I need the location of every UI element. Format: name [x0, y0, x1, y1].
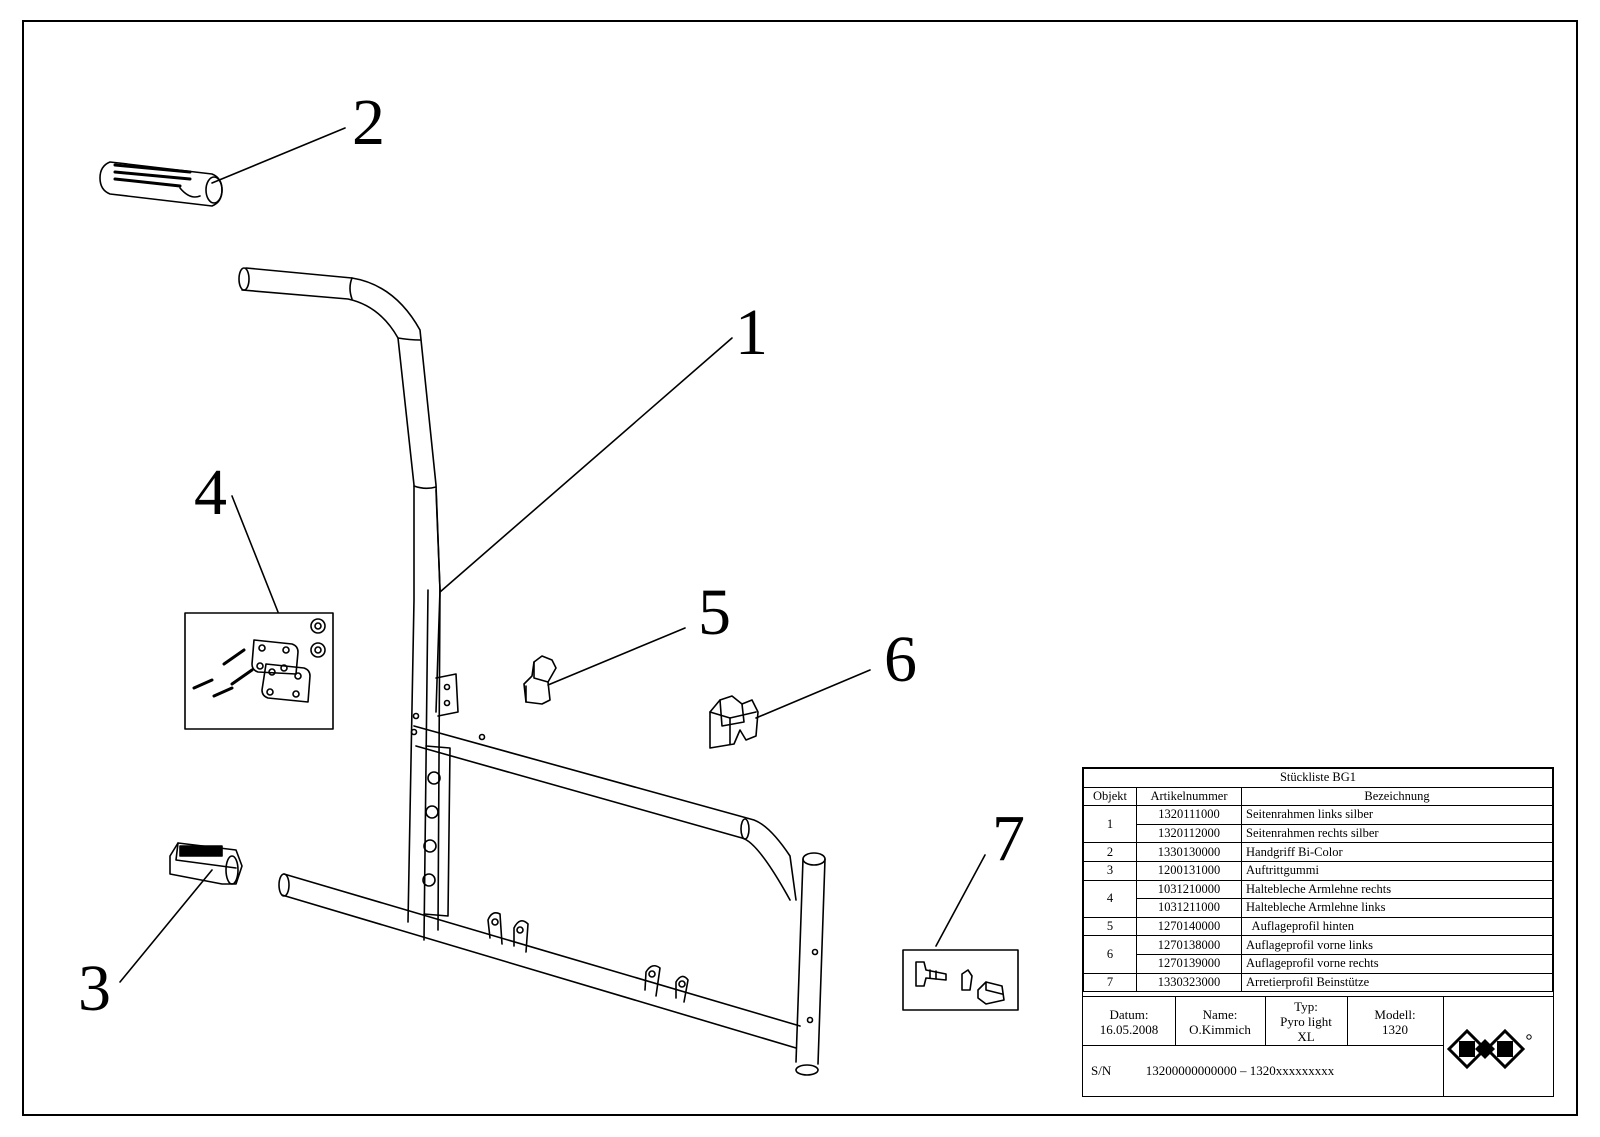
leader-line-7 [935, 854, 986, 947]
name-value: O.Kimmich [1189, 1022, 1251, 1037]
part-4-box [184, 612, 334, 730]
table-row: 6 1270138000 Auflageprofil vorne links [1083, 935, 1553, 974]
callout-5: 5 [698, 576, 731, 649]
leader-line-2 [211, 127, 346, 184]
sn-label: S/N [1091, 1063, 1112, 1078]
parts-list-title: Stückliste BG1 [1083, 768, 1553, 788]
rear-support-profile-part [523, 655, 557, 705]
bezeichnung-cell: Auflageprofil vorne rechts [1241, 953, 1553, 974]
sn-value: 13200000000000 – 1320xxxxxxxxx [1145, 1063, 1335, 1078]
objekt-cell: 3 [1083, 860, 1137, 881]
leader-line-6 [755, 669, 871, 719]
table-row: 7 1330323000 Arretierprofil Beinstütze [1083, 972, 1553, 993]
leader-line-4 [231, 495, 279, 613]
datum-value: 16.05.2008 [1099, 1022, 1159, 1037]
bezeichnung-cell: Seitenrahmen links silber [1241, 805, 1553, 825]
objekt-cell: 1 [1083, 805, 1137, 844]
leader-line-3 [119, 869, 213, 983]
serial-number-field: S/N 13200000000000 – 1320xxxxxxxxx [1091, 1063, 1334, 1079]
modell-value: 1320 [1382, 1022, 1408, 1037]
objekt-cell: 2 [1083, 842, 1137, 862]
objekt-cell: 6 [1083, 935, 1137, 974]
table-row: 1 1320111000 Seitenrahmen links silber [1083, 805, 1553, 844]
table-row: 1320112000 Seitenrahmen rechts silber [1084, 823, 1553, 844]
artikelnummer-cell: 1031210000 [1136, 879, 1242, 900]
table-row: 3 1200131000 Auftrittgummi [1083, 860, 1553, 881]
name-label: Name: [1202, 1007, 1238, 1022]
table-row: 4 1031210000 Haltebleche Armlehne rechts [1083, 879, 1553, 918]
artikelnummer-cell: 1270140000 [1136, 916, 1242, 937]
artikelnummer-cell: 1200131000 [1136, 860, 1242, 881]
header-artikelnummer: Artikelnummer [1136, 786, 1242, 807]
artikelnummer-cell: 1270138000 [1136, 935, 1242, 955]
artikelnummer-cell: 1330130000 [1136, 842, 1242, 862]
artikelnummer-cell: 1031211000 [1136, 898, 1242, 918]
side-frame-part [238, 267, 826, 1076]
footrest-rubber-part [169, 842, 243, 885]
modell-label: Modell: [1374, 1007, 1416, 1022]
title-block: Datum: 16.05.2008 Name: O.Kimmich Typ: P… [1083, 996, 1553, 1097]
objekt-cell: 7 [1083, 972, 1137, 993]
typ-value-line-2: XL [1297, 1029, 1315, 1044]
front-support-profile-part [709, 695, 759, 749]
bezeichnung-cell: Auflageprofil vorne links [1241, 935, 1553, 955]
header-bezeichnung: Bezeichnung [1241, 786, 1553, 807]
typ-value-line-1: Pyro light [1280, 1014, 1332, 1029]
company-logo [1446, 1028, 1532, 1070]
callout-7: 7 [992, 802, 1025, 875]
objekt-cell: 5 [1083, 916, 1137, 937]
armrest-plates-part [192, 618, 326, 703]
callout-6: 6 [884, 623, 917, 696]
callout-4: 4 [194, 456, 227, 529]
callout-1: 1 [735, 296, 768, 369]
bezeichnung-cell: Handgriff Bi-Color [1241, 842, 1553, 862]
bezeichnung-cell: Auflageprofil hinten [1241, 916, 1553, 937]
bezeichnung-cell: Haltebleche Armlehne rechts [1241, 879, 1553, 900]
table-row: 2 1330130000 Handgriff Bi-Color [1083, 842, 1553, 862]
objekt-cell: 4 [1083, 879, 1137, 918]
table-row: 5 1270140000 Auflageprofil hinten [1083, 916, 1553, 937]
artikelnummer-cell: 1320111000 [1136, 805, 1242, 825]
handgrip-part [99, 161, 223, 207]
drawing-frame [22, 20, 1578, 1116]
name-field: Name: O.Kimmich [1175, 1007, 1265, 1037]
part-7-box [902, 949, 1019, 1011]
leader-line-1 [439, 337, 733, 593]
callout-2: 2 [352, 86, 385, 159]
modell-field: Modell: 1320 [1347, 1007, 1443, 1037]
datum-field: Datum: 16.05.2008 [1083, 1007, 1175, 1037]
header-objekt: Objekt [1083, 786, 1137, 807]
callout-3: 3 [78, 952, 111, 1025]
typ-label: Typ: [1294, 999, 1318, 1014]
artikelnummer-cell: 1330323000 [1136, 972, 1242, 993]
artikelnummer-cell: 1270139000 [1136, 953, 1242, 974]
artikelnummer-cell: 1320112000 [1136, 823, 1242, 844]
bezeichnung-cell: Haltebleche Armlehne links [1241, 898, 1553, 918]
datum-label: Datum: [1109, 1007, 1149, 1022]
bezeichnung-cell: Auftrittgummi [1241, 860, 1553, 881]
bezeichnung-cell: Seitenrahmen rechts silber [1241, 823, 1553, 844]
bezeichnung-cell: Arretierprofil Beinstütze [1241, 972, 1553, 993]
table-row: 1270139000 Auflageprofil vorne rechts [1084, 953, 1553, 974]
table-row: 1031211000 Haltebleche Armlehne links [1084, 898, 1553, 918]
typ-field: Typ: Pyro light XL [1265, 999, 1347, 1044]
leg-rest-lock-profile-part [915, 961, 1005, 1005]
leader-line-5 [547, 627, 686, 686]
parts-list-table: Stückliste BG1 Objekt Artikelnummer Beze… [1082, 767, 1554, 1097]
